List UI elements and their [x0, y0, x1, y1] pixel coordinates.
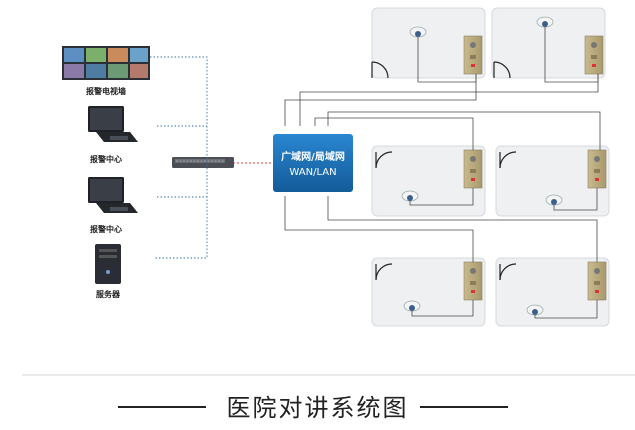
dome-camera-icon: [526, 304, 544, 316]
dome-camera-icon: [409, 26, 427, 38]
network-label-line1: 广域网/局域网: [281, 150, 345, 163]
alarm-center-monitor-icon: [88, 106, 138, 142]
network-label-line2: WAN/LAN: [289, 167, 336, 178]
alarm-center-2-label: 报警中心: [90, 224, 122, 234]
caption-left-rule: [118, 406, 206, 408]
dome-camera-icon: [536, 16, 554, 28]
caption-right-rule: [420, 406, 508, 408]
intercom-panel-icon: [587, 261, 607, 301]
wan-lan-network-box: 广域网/局域网 WAN/LAN: [273, 134, 353, 192]
room-2: [491, 7, 606, 79]
intercom-panel-icon: [463, 149, 483, 189]
room-5: [371, 257, 486, 327]
dome-camera-icon: [545, 194, 563, 206]
alarm-center-monitor-icon: [88, 177, 138, 213]
dome-camera-icon: [401, 190, 419, 202]
room-1: [371, 7, 486, 79]
intercom-panel-icon: [584, 35, 604, 75]
device-links: [150, 56, 208, 259]
video-wall-icon: [62, 46, 150, 80]
room-6: [495, 257, 610, 327]
intercom-panel-icon: [587, 149, 607, 189]
intercom-panel-icon: [463, 261, 483, 301]
dome-camera-icon: [403, 300, 421, 312]
diagram-caption: 医院对讲系统图: [226, 394, 409, 422]
server-tower-icon: [95, 244, 121, 284]
network-wiring: [284, 74, 601, 262]
alarm-center-1-label: 报警中心: [90, 154, 122, 164]
intercom-panel-icon: [463, 35, 483, 75]
video-wall-label: 报警电视墙: [86, 86, 126, 96]
server-label: 服务器: [96, 289, 121, 299]
room-4: [495, 145, 610, 217]
network-switch-icon: [172, 157, 234, 168]
room-3: [371, 145, 486, 217]
camera-wiring: [409, 27, 599, 319]
